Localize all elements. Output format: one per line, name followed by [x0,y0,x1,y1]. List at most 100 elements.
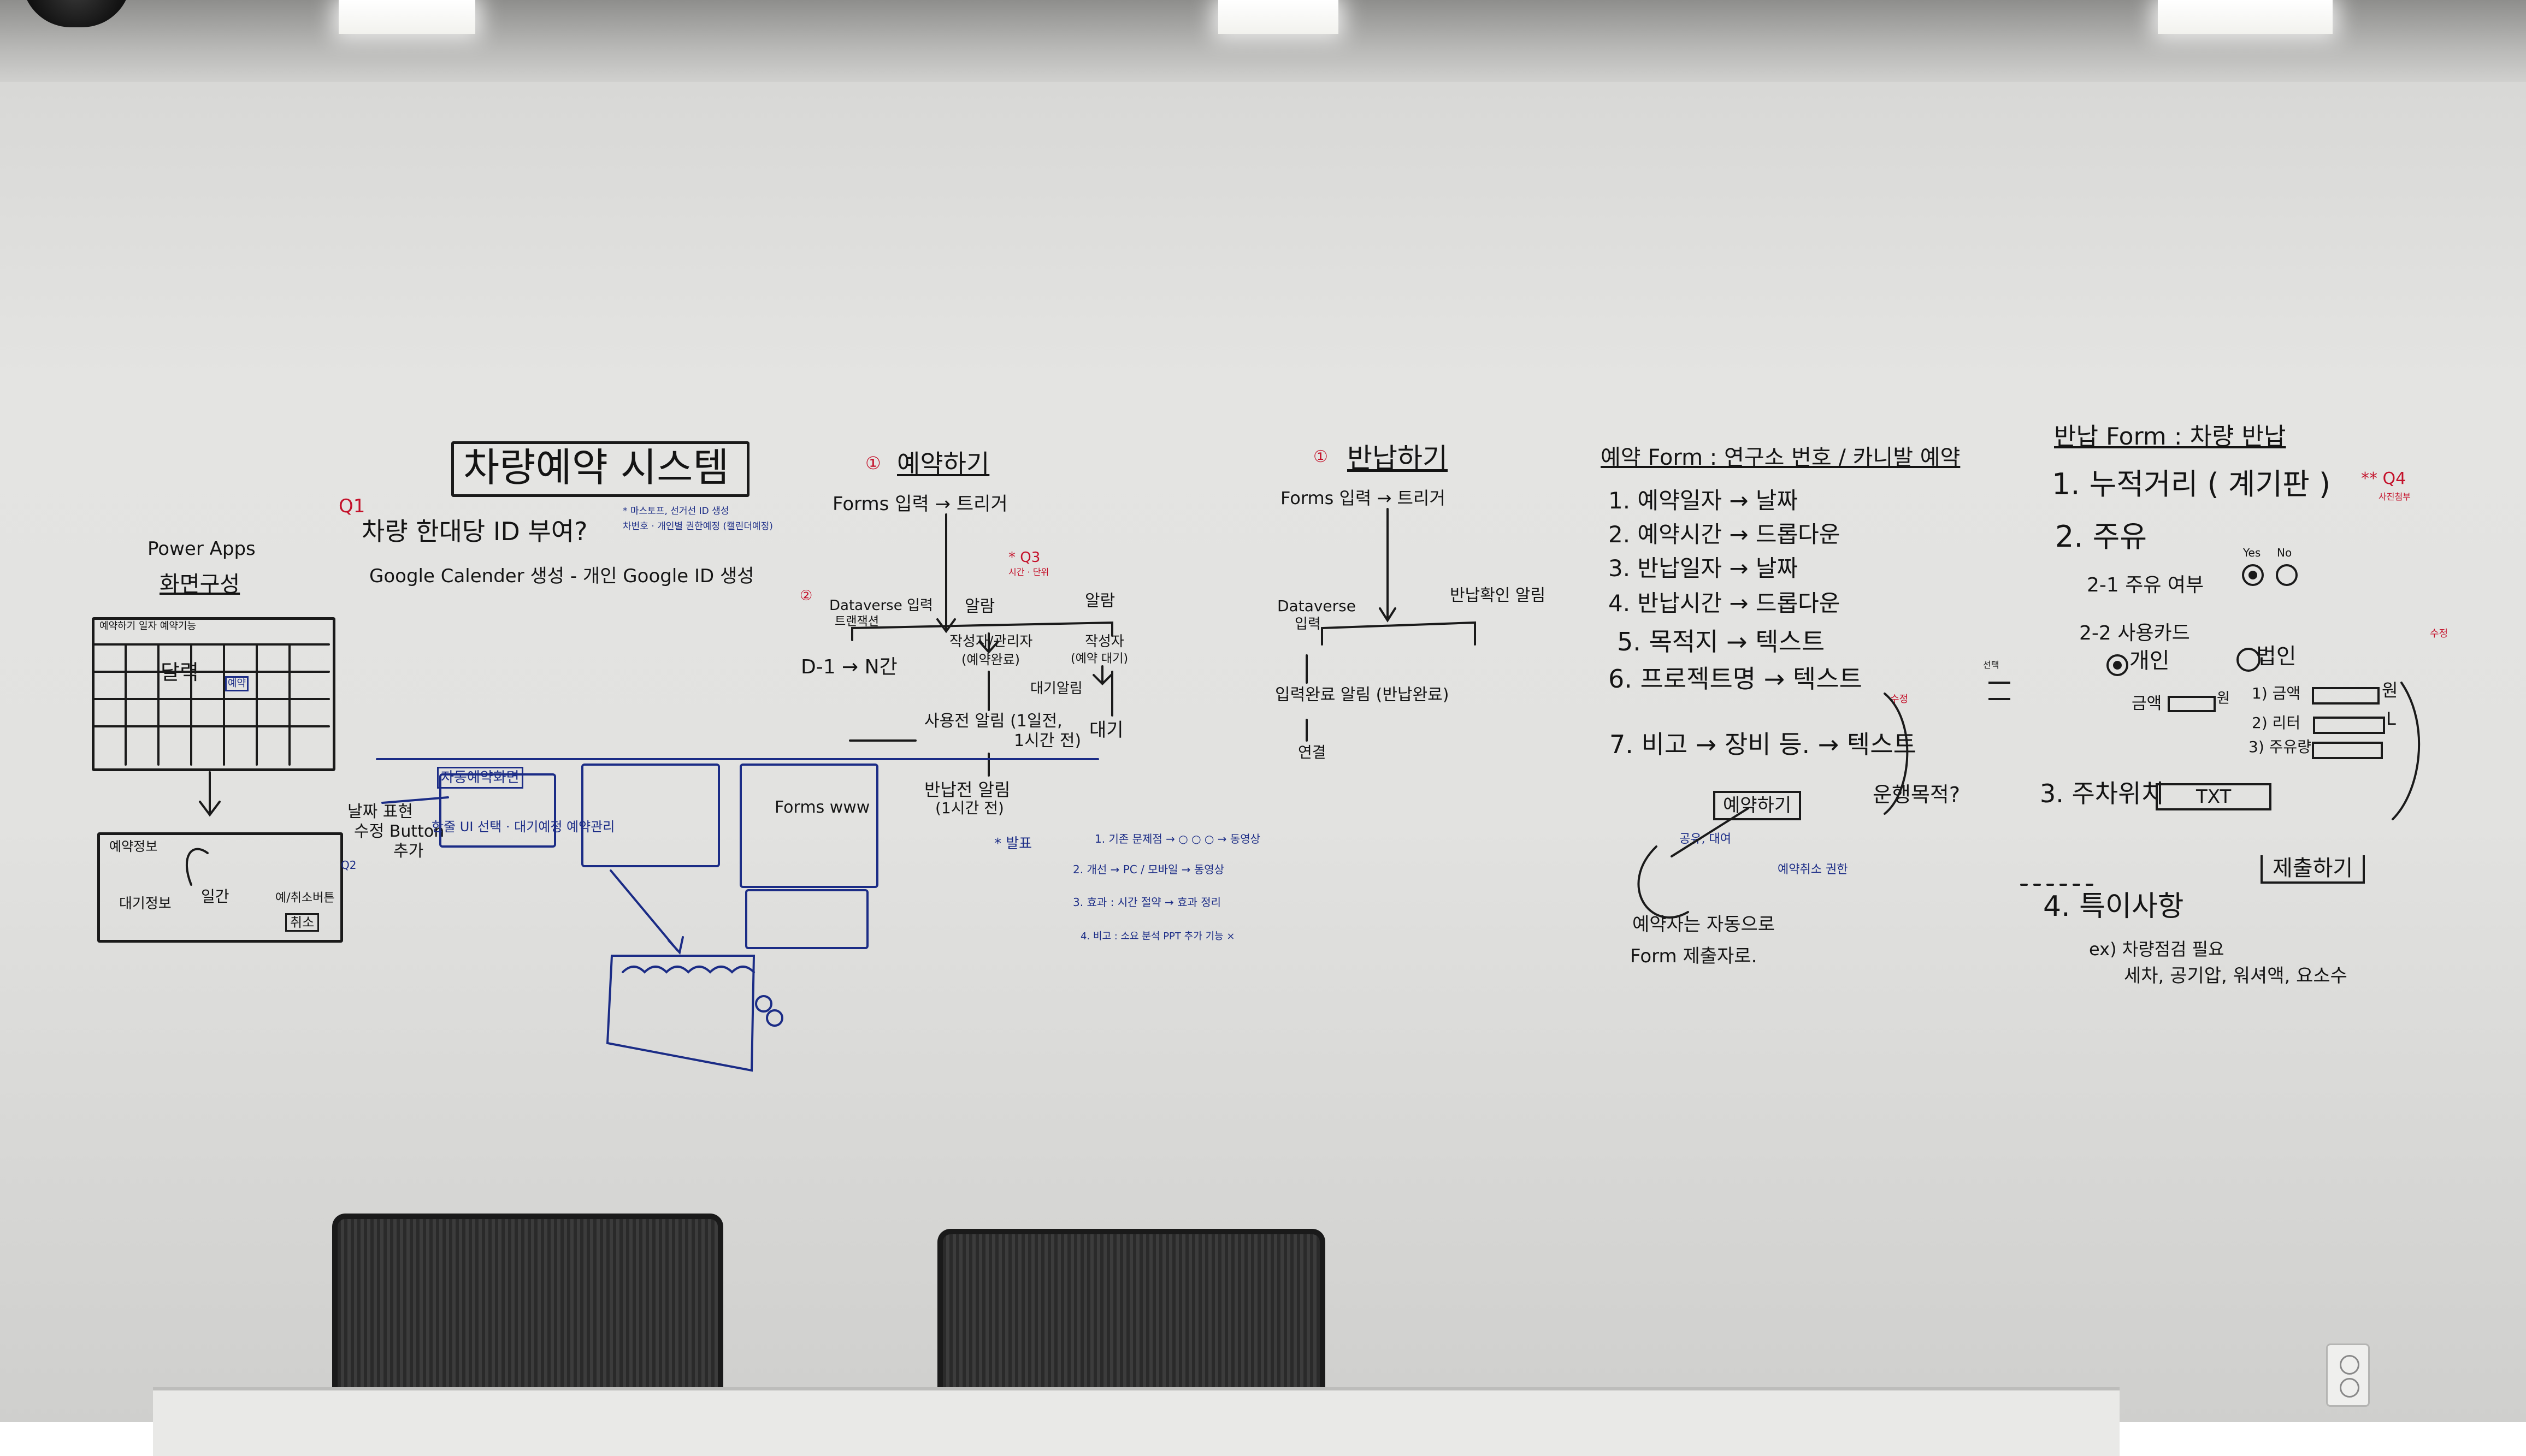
reserve-waiting: 대기 [1089,719,1124,741]
reserve-form-auto-1: 예약자는 자동으로 [1632,914,1775,936]
return-form-title: 반납 Form : 차량 반납 [2054,423,2286,451]
reserve-branch-a: Dataverse 입력 [829,597,933,614]
reserve-datastore-mark: ② [800,588,813,604]
note-left-3: 추가 [393,842,424,861]
return-form-amount-unit: 원 [2217,690,2230,707]
calendar-wireframe [92,617,335,771]
release-step-2: 2. 개선 → PC / 모바일 → 동영상 [1073,863,1225,876]
return-form-r4-example2: 세차, 공기압, 워셔액, 요소수 [2124,965,2347,987]
screen-layout-label: 화면구성 [160,572,240,597]
return-title: 반납하기 [1347,442,1448,474]
wall-outlet [2326,1343,2370,1407]
wireframe2-left: 대기정보 [119,896,172,912]
q1-note-b: 차번호 · 개인별 권한예정 (캘린더예정) [623,521,773,532]
reserve-branch-c: 알람 [1085,591,1116,611]
return-form-r2: 2. 주유 [2055,519,2147,554]
wireframe-header: 예약하기 일자 예약기능 [99,620,197,632]
reserve-remind: 대기알림 [1030,680,1083,697]
return-step-1: 입력완료 알림 (반납완료) [1275,685,1449,705]
return-form-no: No [2277,546,2292,559]
reserve-form-f4: 4. 반납시간 → 드롭다운 [1608,590,1840,617]
reserve-form-submit: 예약하기 [1713,791,1802,820]
reserve-before-use: 사용전 알림 (1일전, [924,712,1063,731]
reserve-form-title: 예약 Form : 연구소 번호 / 카니발 예약 [1601,445,1961,470]
reserve-branch-b2: 작성자/관리자 [949,634,1033,650]
reserve-branch-b: 알람 [965,597,995,616]
release-title: * 발표 [994,836,1032,852]
reserve-branch-a2: 트랜잭션 [835,615,879,629]
reserve-q3-sub: 시간 · 단위 [1008,567,1049,577]
return-form-personal: 개인 [2129,648,2170,673]
release-step-1: 1. 기존 문제점 → ○ ○ ○ → 동영상 [1095,832,1261,845]
reserve-trigger: Forms 입력 → 트리거 [833,493,1008,515]
reserve-form-side-b: 예약취소 권한 [1778,863,1848,877]
detail-wireframe [97,832,343,943]
reserve-before-return: 반납전 알림 [924,779,1011,800]
q2-label: Q2 [341,859,357,872]
reserve-before-return2: (1시간 전) [935,799,1004,817]
ceiling-light [339,0,475,34]
return-step-2: 연결 [1298,743,1326,761]
return-form-r4: 4. 특이사항 [2043,890,2184,923]
mock-note: 한줄 UI 선택 · 대기예정 예약관리 [432,819,615,834]
return-form-o1-unit: 원 [2382,680,2398,701]
reserve-q3: * Q3 [1008,549,1041,566]
q1-text: 차량 한대당 ID 부여? [362,517,588,546]
projector [22,0,131,27]
ceiling-light [2158,0,2333,34]
reserve-form-side-mark: 수정 [1890,694,1909,705]
return-form-o3: 3) 주유량 [2248,738,2311,756]
release-step-3: 3. 효과 : 시간 절약 → 효과 정리 [1073,896,1221,909]
reserve-form-f2: 2. 예약시간 → 드롭다운 [1608,521,1840,548]
reserve-form-f1: 1. 예약일자 → 날짜 [1608,487,1798,514]
return-form-q4-sub: 사진첨부 [2379,492,2411,502]
return-form-q4: ** Q4 [2361,469,2406,488]
return-circle-num: ① [1313,447,1328,466]
title-box [451,441,749,497]
reserve-branch-b3: (예약완료) [961,652,1020,667]
wireframe2-right: 예/취소버튼 [275,891,335,905]
board-title: 차량예약 시스템 [463,445,729,490]
return-form-r2-1: 2-1 주유 여부 [2087,574,2204,596]
forms-www-label: Forms www [775,798,870,817]
reserve-circle-num: ① [865,453,881,474]
reserve-form-f3: 3. 반납일자 → 날짜 [1608,555,1798,582]
reserve-form-f5: 5. 목적지 → 텍스트 [1617,627,1825,656]
ceiling [0,0,2526,82]
return-form-o2-unit: L [2386,708,2396,729]
return-form-select-label: 선택 [1983,660,1999,670]
wireframe-badge: 예약 [225,676,249,691]
return-form-corporate: 법인 [2256,644,2297,669]
google-calendar-line: Google Calender 생성 - 개인 Google ID 생성 [369,565,754,587]
marker-strokes [92,508,2421,1072]
wireframe2-title: 예약정보 [109,839,158,854]
conference-table [153,1387,2120,1456]
wireframe2-mid: 일간 [201,887,229,905]
whiteboard: 차량예약 시스템 Q1 차량 한대당 ID 부여? * 마스토프, 선거선 ID… [0,82,2526,1422]
return-form-o1: 1) 금액 [2252,684,2301,702]
return-form-side-mark: 수정 [2430,628,2448,640]
note-left-2: 수정 Button [354,822,445,841]
release-step-4: 4. 비고 : 소요 분석 PPT 추가 기능 × [1081,931,1235,942]
reserve-branch-c3: (예약 대기) [1071,652,1129,666]
q1-note-a: * 마스토프, 선거선 ID 생성 [623,506,729,517]
return-form-r3-field: TXT [2156,783,2272,810]
return-branch-b: 반납확인 알림 [1450,586,1546,605]
reserve-form-f7: 7. 비고 → 장비 등. → 텍스트 [1609,730,1916,759]
return-form-r1: 1. 누적거리 ( 계기판 ) [2052,467,2331,501]
return-form-r3: 3. 주차위치 [2040,779,2164,808]
reserve-before-use2: 1시간 전) [1014,731,1082,750]
reserve-form-purpose: 운행목적? [1873,783,1961,807]
reserve-form-f6: 6. 프로젝트명 → 텍스트 [1608,664,1862,694]
reserve-time-slot: D-1 → N간 [801,656,898,678]
mock-label: 자동예약화면 [437,767,523,789]
return-form-o2: 2) 리터 [2252,714,2301,732]
return-branch-a: Dataverse [1277,597,1356,615]
return-form-r4-example: ex) 차량점검 필요 [2089,939,2224,960]
return-branch-a2: 입력 [1295,616,1321,632]
return-trigger: Forms 입력 → 트리거 [1280,488,1445,508]
return-form-amount: 금액 [2132,694,2162,713]
wireframe2-button: 취소 [285,913,320,932]
q1-label: Q1 [339,495,365,517]
